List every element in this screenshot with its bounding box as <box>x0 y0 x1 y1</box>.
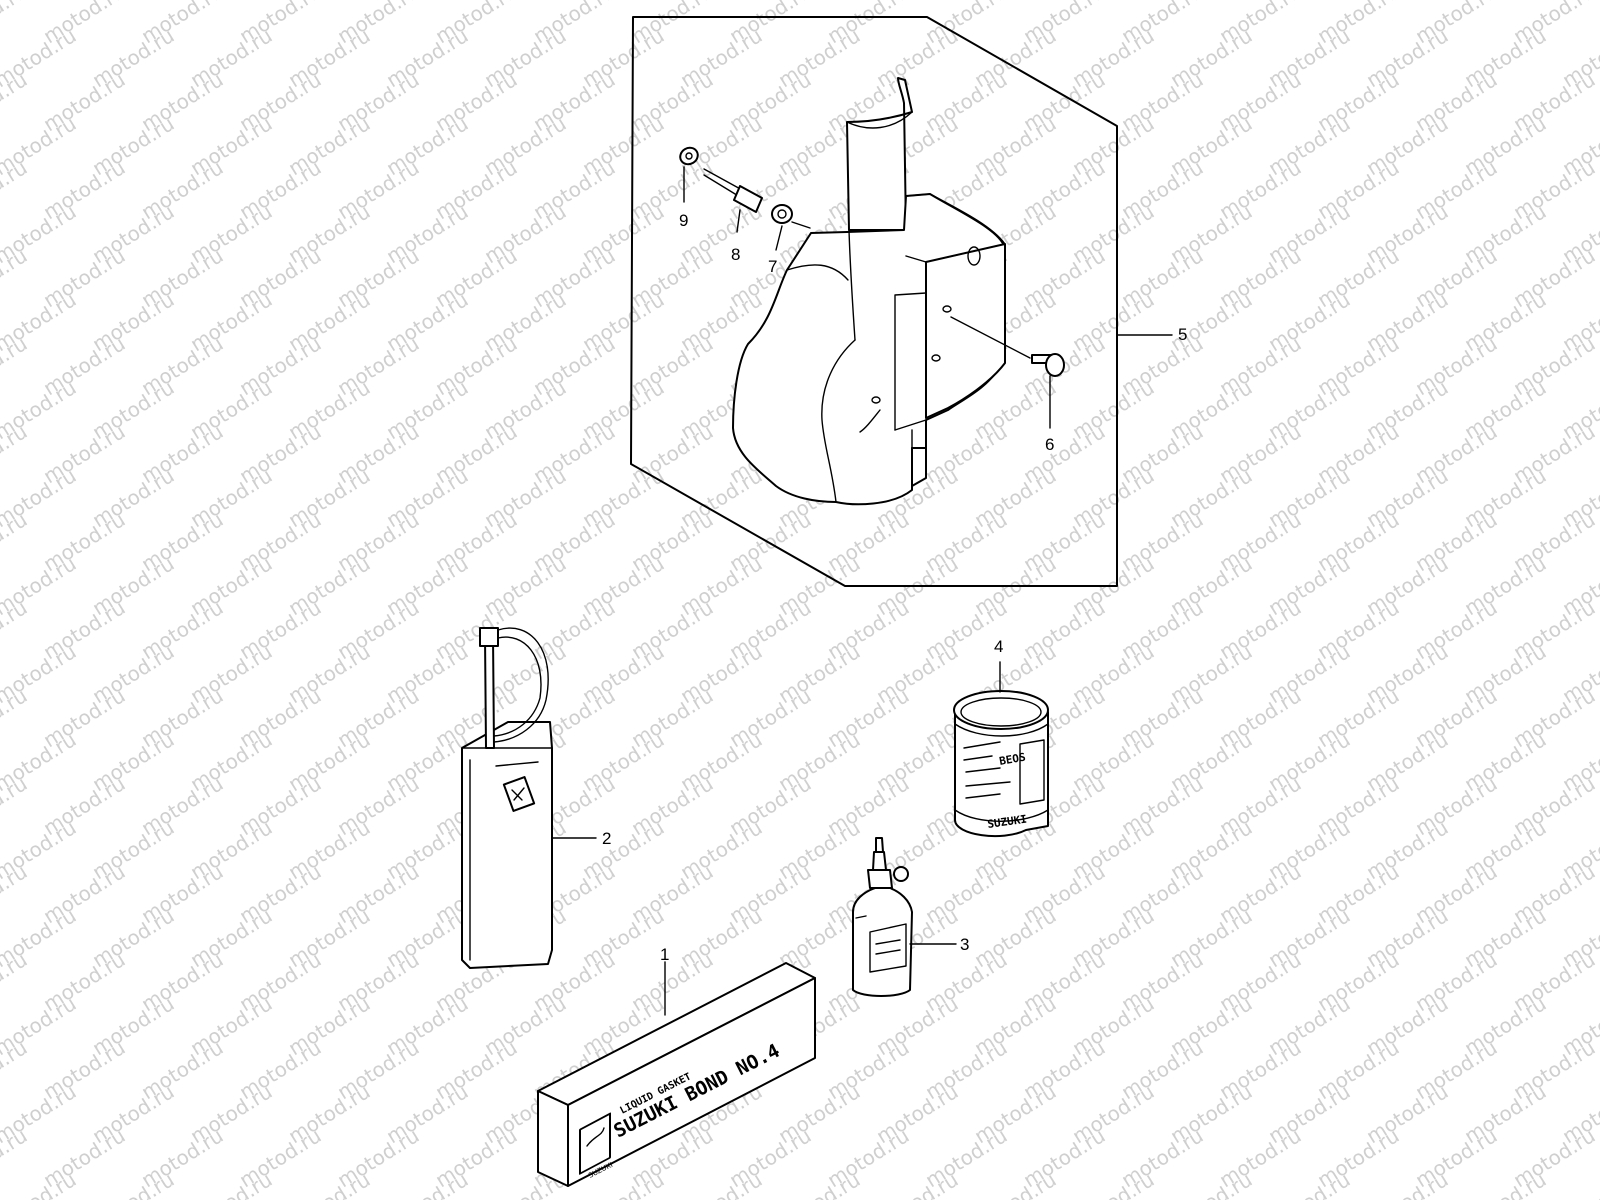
callout-8: 8 <box>731 245 740 264</box>
watermark-text: motod.ru <box>676 1167 767 1200</box>
callout-2: 2 <box>602 829 611 848</box>
callout-3: 3 <box>960 935 969 954</box>
watermark-text: motod.ru <box>0 947 31 1016</box>
callout-4: 4 <box>994 637 1003 656</box>
nut-part-7 <box>771 204 811 251</box>
watermark-text: motod.ru <box>970 1167 1061 1200</box>
can-brand-text: SUZUKI <box>987 813 1028 831</box>
watermark-text: motod.ru <box>0 507 31 576</box>
oil-can-part-2 <box>461 627 553 969</box>
bolt-part-8 <box>703 168 763 233</box>
watermark-text: motod.ru <box>0 595 31 664</box>
watermark-text: motod.ru <box>0 1123 31 1192</box>
bottle-part-3 <box>852 837 913 997</box>
watermark-text: motod.ru <box>1068 1167 1159 1200</box>
washer-part-9 <box>679 146 699 203</box>
callout-5: 5 <box>1178 325 1187 344</box>
watermark-text: motod.ru <box>0 771 31 840</box>
watermark-text: motod.ru <box>0 683 31 752</box>
watermark-text: motod.ru <box>0 419 31 488</box>
watermark-text: motod.ru <box>1362 1167 1453 1200</box>
paint-can-part-4: BEOS SUZUKI <box>953 690 1049 837</box>
callout-1: 1 <box>660 945 669 964</box>
watermark-text: motod.ru <box>186 1167 277 1200</box>
reservoir-tank <box>732 77 1006 506</box>
can-label-text: BEOS <box>998 751 1026 768</box>
watermark-text: motod.ru <box>382 1167 473 1200</box>
watermark-text: motod.ru <box>1264 1167 1355 1200</box>
callout-7: 7 <box>768 257 777 276</box>
callout-labels: 1 2 3 4 5 6 7 8 9 <box>602 211 1187 964</box>
watermark-text: motod.ru <box>0 1035 31 1104</box>
watermark-text: motod.ru <box>0 859 31 928</box>
watermark-text: motod.ru <box>1460 1167 1551 1200</box>
callout-9: 9 <box>679 211 688 230</box>
watermark-text: motod.ru <box>872 1167 963 1200</box>
watermark-text: motod.ru <box>0 67 31 136</box>
watermark-text: motod.ru <box>0 243 31 312</box>
watermark-text: motod.ru <box>88 1167 179 1200</box>
watermark-text: motod.ru <box>0 155 31 224</box>
watermark-text: motod.ru <box>1166 1167 1257 1200</box>
screw-part-6 <box>950 316 1065 429</box>
watermark-text: motod.ru <box>0 331 31 400</box>
watermark-text: motod.ru <box>0 0 31 48</box>
part-5-panel <box>630 16 1118 587</box>
watermark-text: motod.ru <box>1558 1167 1600 1200</box>
callout-6: 6 <box>1045 435 1054 454</box>
bond-box-part-1: LIQUID GASKET SUZUKI BOND NO.4 SUZUKI <box>537 962 816 1187</box>
watermark-text: motod.ru <box>774 1167 865 1200</box>
watermark-text: motod.ru <box>284 1167 375 1200</box>
